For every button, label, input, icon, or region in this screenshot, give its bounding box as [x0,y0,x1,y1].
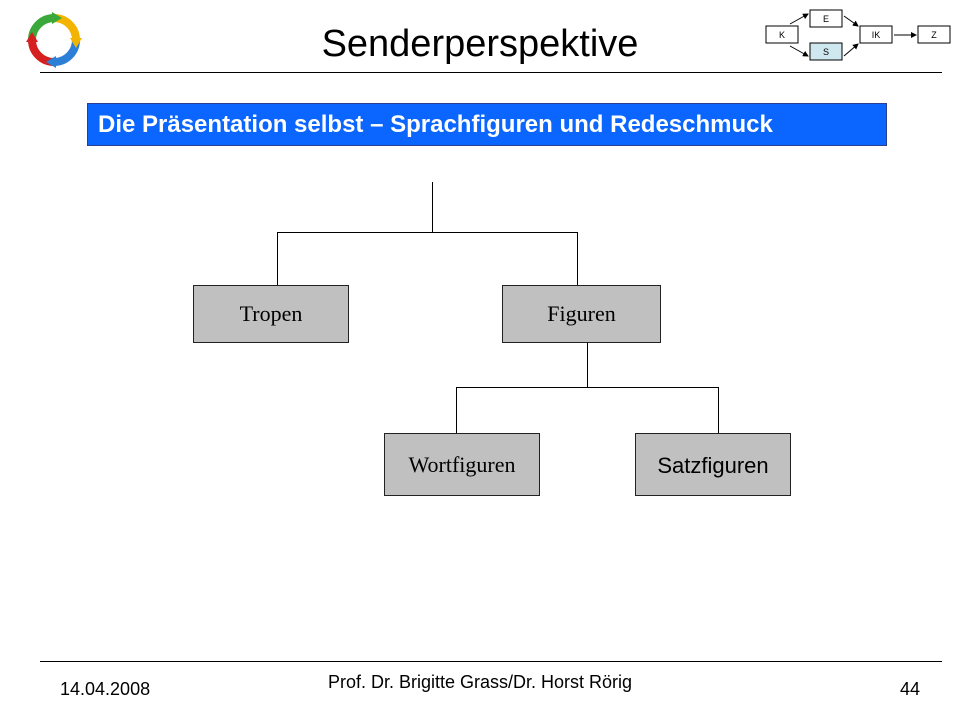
tree-node-wortfiguren: Wortfiguren [384,433,540,496]
process-label-z: Z [931,30,937,40]
tree-node-satzfiguren: Satzfiguren [635,433,791,496]
process-box-s [809,42,843,61]
header-divider [40,72,942,73]
tree-node-label: Figuren [547,301,616,326]
footer-author: Prof. Dr. Brigitte Grass/Dr. Horst Rörig [327,672,633,692]
page-number: 44 [899,679,920,699]
process-box-k [765,25,799,44]
tree-node-figuren: Figuren [502,285,661,343]
process-label-s: S [823,47,829,57]
tree-node-label: Wortfiguren [408,451,516,477]
process-label-ik: IK [872,30,881,40]
slide-subtitle: Die Präsentation selbst – Sprachfiguren … [87,103,887,146]
page-title: Senderperspektive [321,23,639,65]
process-label-k: K [779,30,785,40]
footer-date: 14.04.2008 [60,679,151,699]
footer-divider [40,661,942,662]
process-box-z [917,25,951,44]
process-box-ik [859,25,893,44]
process-label-e: E [823,14,829,24]
tree-node-label: Tropen [239,301,303,326]
tree-node-label: Satzfiguren [657,453,769,478]
process-map: K E S IK Z [765,9,951,61]
cycle-arrows-icon [26,12,82,68]
tree-node-tropen: Tropen [193,285,349,343]
process-box-e [809,9,843,28]
